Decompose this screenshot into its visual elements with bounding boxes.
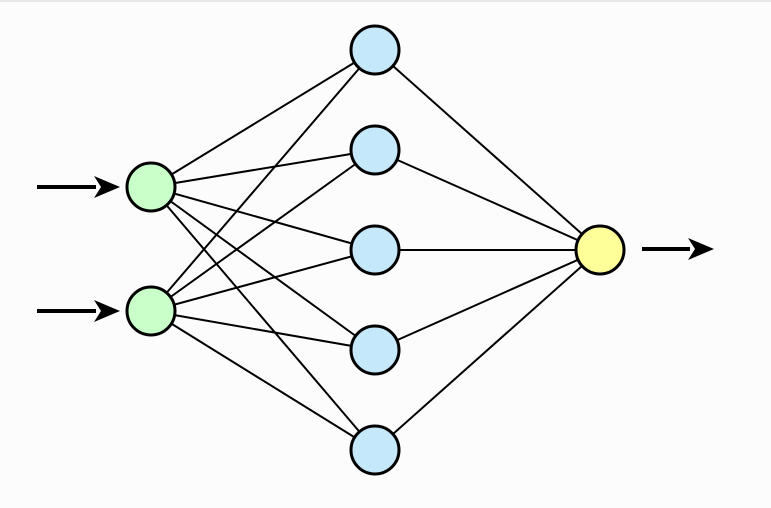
node-h1[interactable] bbox=[349, 24, 401, 76]
node-i2[interactable] bbox=[125, 285, 177, 337]
connection-edge-i2-h5 bbox=[150, 310, 376, 451]
top-divider-rule bbox=[0, 0, 771, 2]
output-arrow-1-head-icon bbox=[688, 238, 714, 260]
node-o1[interactable] bbox=[574, 224, 626, 276]
connection-edge-h4-o1 bbox=[374, 249, 601, 351]
connection-edge-i2-h2 bbox=[150, 149, 376, 312]
output-layer-node-1-circle[interactable] bbox=[574, 224, 626, 276]
node-h2[interactable] bbox=[349, 124, 401, 176]
connection-edge-i2-h4 bbox=[150, 310, 376, 351]
connection-edge-i1-h4 bbox=[150, 186, 376, 351]
node-h3[interactable] bbox=[349, 224, 401, 276]
connection-edge-i1-h1 bbox=[150, 49, 376, 188]
hidden-layer-node-4-circle[interactable] bbox=[349, 324, 401, 376]
input-layer-node-1-circle[interactable] bbox=[125, 161, 177, 213]
edges-group bbox=[150, 49, 601, 451]
hidden-layer-node-2-circle[interactable] bbox=[349, 124, 401, 176]
connection-edge-i1-h5 bbox=[150, 186, 376, 451]
node-h5[interactable] bbox=[349, 424, 401, 476]
hidden-layer-node-5-circle[interactable] bbox=[349, 424, 401, 476]
input-arrow-1-head-icon bbox=[94, 176, 120, 198]
hidden-layer-node-3-circle[interactable] bbox=[349, 224, 401, 276]
node-h4[interactable] bbox=[349, 324, 401, 376]
connection-edge-i1-h3 bbox=[150, 186, 376, 251]
connection-edge-i2-h1 bbox=[150, 49, 376, 312]
connection-edge-h5-o1 bbox=[374, 249, 601, 451]
input-arrow-2-head-icon bbox=[94, 300, 120, 322]
input-layer-node-2-circle[interactable] bbox=[125, 285, 177, 337]
nodes-group bbox=[125, 24, 626, 476]
node-i1[interactable] bbox=[125, 161, 177, 213]
hidden-layer-node-1-circle[interactable] bbox=[349, 24, 401, 76]
connection-edge-h2-o1 bbox=[374, 149, 601, 251]
arrows-group bbox=[37, 176, 714, 322]
connection-edge-i1-h2 bbox=[150, 149, 376, 188]
connection-edge-h1-o1 bbox=[374, 49, 601, 251]
connection-edge-i2-h3 bbox=[150, 249, 376, 312]
